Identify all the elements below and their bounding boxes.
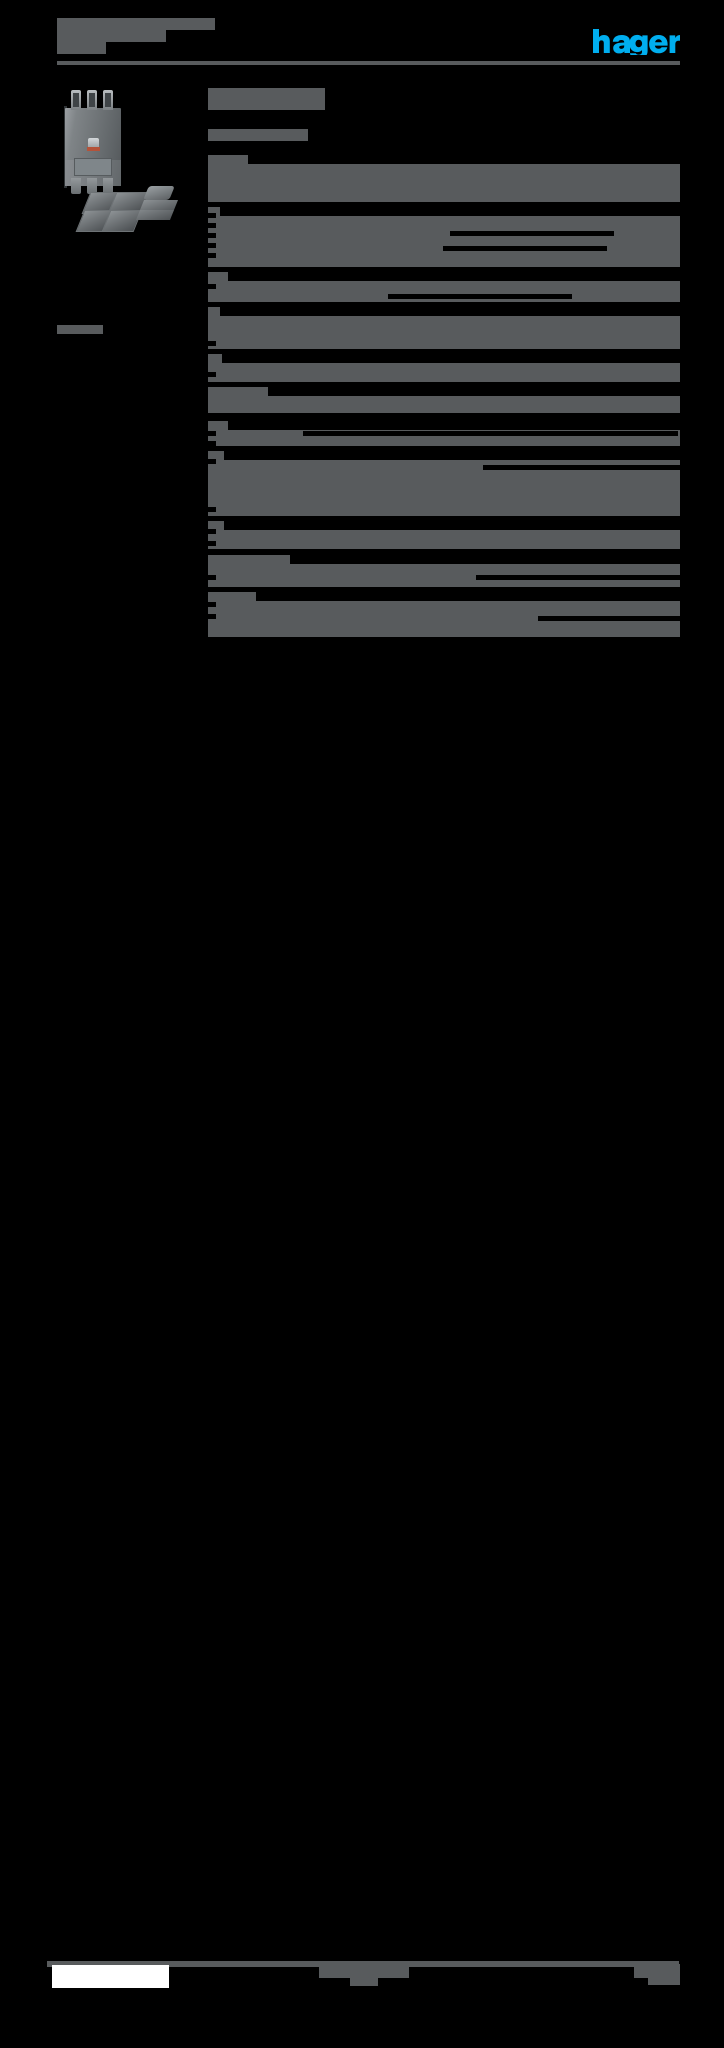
page-header [0,0,724,72]
spec-row-label-cutout [220,307,680,316]
spec-row-label-cutout [222,354,680,363]
spec-row-bullet-notch [208,213,216,218]
spec-row-label [208,451,209,452]
hager-logo[interactable] [591,27,681,55]
spec-row-bullet-notch [208,459,216,464]
spec-row-bullet-notch [208,441,216,446]
spec-row-value [208,207,209,208]
product-figure [50,82,190,334]
footer-note [319,1966,409,1978]
product-caption [57,325,103,334]
spec-row-value [208,521,209,522]
spec-row-leader-gap [450,231,614,236]
header-divider [57,61,680,65]
spec-row-value [208,272,209,273]
header-title-line-1 [57,30,166,42]
spec-row-bullet-notch [208,602,216,607]
spec-row [208,451,724,516]
spec-row-value [208,354,209,355]
spec-row-value [208,592,209,593]
spec-row-leader-gap [483,465,724,470]
spec-row-bullet-notch [208,253,216,258]
spec-row-bullet-notch [208,541,216,546]
spec-row-label [208,521,209,522]
spec-row-label-cutout [224,521,680,530]
spec-row-value [208,155,209,156]
page-footer: hager.com/uk [0,975,724,1988]
page-title [208,88,325,110]
spec-row [208,592,724,637]
spec-row-label-cutout [268,387,680,396]
spec-row-label-cutout [256,592,680,601]
spec-row-bullet-notch [208,284,216,289]
spec-row [208,387,680,413]
spec-row [208,555,724,587]
spec-row-bullet-notch [208,372,216,377]
spec-row-bullet-notch [208,507,216,512]
spec-row-value [208,555,209,556]
spec-row-label-cutout [228,272,680,281]
spec-row-label [208,272,209,273]
spec-row [208,272,680,302]
spec-row-bullet-notch [208,341,216,346]
spec-row-label [208,354,209,355]
footer-page-number-notch [634,1978,648,1986]
spec-row-label-cutout [220,207,680,216]
spec-row-label [208,592,209,593]
spec-row-bullet-notch [208,431,216,436]
spec-row-label-cutout [224,451,680,460]
spec-row-leader-gap [538,616,724,621]
spec-row-leader-gap [476,575,724,580]
spec-row-value [208,387,209,388]
footer-url-box[interactable]: hager.com/uk [52,1965,169,1988]
spec-row-bullet-notch [208,575,216,580]
spec-row-label [208,207,209,208]
spec-row [208,521,680,549]
spec-row-label [208,155,209,156]
spec-row [208,421,680,446]
spec-row-value [208,307,209,308]
spec-row [208,207,680,267]
footer-note-secondary [350,1978,378,1986]
spec-row-leader-gap [388,294,572,299]
spec-row-leader-gap [443,246,607,251]
spec-row-bullet-notch [208,529,216,534]
spec-row-label-cutout [248,155,680,164]
spec-row-value [208,451,209,452]
page-subtitle [208,129,308,141]
spec-row-bullet-notch [208,233,216,238]
product-image [50,82,190,242]
spec-row-leader-gap [303,431,678,436]
spec-row-bullet-notch [208,614,216,619]
spec-row-label [208,421,209,422]
datasheet-page: hager.com/uk [0,0,724,1988]
spec-row-label-cutout [228,421,680,430]
spec-row-label-cutout [290,555,680,564]
spec-row-label [208,555,209,556]
header-title-line-2 [57,42,106,54]
spec-row-label [208,387,209,388]
spec-row [208,155,680,202]
spec-row [208,307,680,349]
spec-row-bullet-notch [208,243,216,248]
header-kicker [57,18,215,30]
spec-row-bullet-notch [208,223,216,228]
spec-row-value [208,421,209,422]
specification-table [208,155,724,685]
spec-row [208,354,680,382]
spec-row-label [208,307,209,308]
